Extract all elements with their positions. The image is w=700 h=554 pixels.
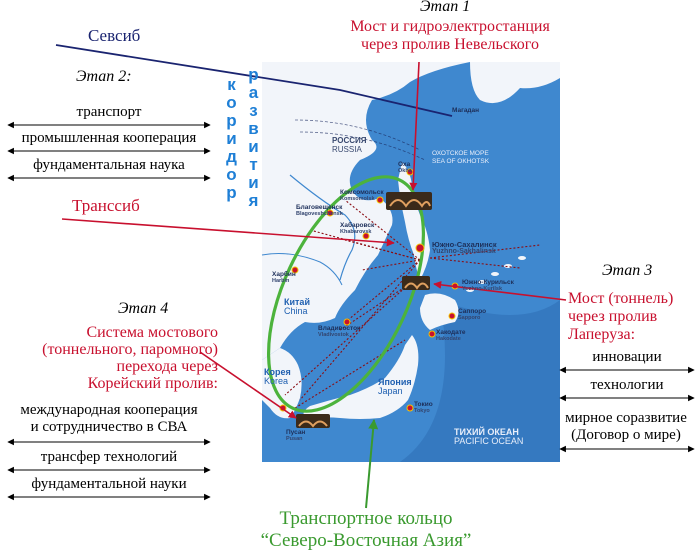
stage2-item-3: фундаментальная наука bbox=[33, 157, 185, 173]
corridor-word1: коридор bbox=[222, 75, 241, 201]
map-honshu bbox=[303, 335, 419, 420]
sevsib-line bbox=[55, 44, 453, 117]
stage4-item-4: фундаментальной науки bbox=[31, 476, 187, 492]
russia-ru: РОССИЯ bbox=[332, 136, 367, 145]
japan-en: Japan bbox=[378, 386, 403, 396]
map-label-okhotsk: ОХОТСКОЕ МОРЕ SEA OF OKHOTSK bbox=[432, 150, 489, 166]
stage3-title: Этап 3 bbox=[602, 262, 653, 279]
bridge-icon-laperuza bbox=[402, 276, 430, 290]
stage4-item-2: и сотрудничество в СВА bbox=[30, 419, 188, 435]
bridge-icon-nevelskoy bbox=[386, 192, 432, 210]
map-label-pacific: ТИХИЙ ОКЕАН PACIFIC OCEAN bbox=[454, 428, 523, 446]
stage3-desc-line1: Мост (тоннель) bbox=[568, 290, 674, 307]
transsib-label: Транссиб bbox=[72, 196, 140, 215]
stage4-item-3: трансфер технологий bbox=[40, 449, 178, 465]
map-label-korea: Корея Korea bbox=[264, 368, 291, 386]
stage3-item-4: (Договор о мире) bbox=[571, 427, 681, 443]
corridor-word2: развития bbox=[244, 65, 263, 209]
stage2-item-2: промышленная кооперация bbox=[21, 130, 197, 146]
ring-caption-line1: Транспортное кольцо bbox=[279, 508, 453, 529]
map-label-magadan: Магадан bbox=[452, 107, 480, 114]
stage1-arrow bbox=[409, 61, 420, 191]
stage4-desc: Система мостового (тоннельного, паромног… bbox=[0, 324, 218, 392]
map-river bbox=[289, 174, 356, 281]
stage3-desc-line2: через пролив bbox=[568, 308, 658, 325]
stage4-desc-line4: Корейский пролив: bbox=[87, 375, 218, 392]
transport-ring bbox=[266, 175, 426, 413]
stage3-item-2: технологии bbox=[590, 377, 664, 393]
sevsib-label: Севсиб bbox=[88, 26, 141, 45]
ring-arrow bbox=[365, 419, 379, 509]
stage3-item-3: мирное соразвитие bbox=[565, 410, 687, 426]
stage2-title: Этап 2: bbox=[76, 68, 132, 85]
stage1-desc-line1: Мост и гидроэлектростанция bbox=[350, 18, 550, 35]
map-hokkaido bbox=[420, 293, 459, 330]
map-kuril-islands bbox=[466, 256, 526, 292]
stage4-desc-line2: (тоннельного, паромного) bbox=[42, 341, 218, 358]
map-river bbox=[261, 253, 343, 286]
china-en: China bbox=[284, 306, 308, 316]
bridge-icon-korea bbox=[296, 414, 330, 428]
map-north-coast bbox=[470, 62, 560, 104]
stage1-desc-line2: через пролив Невельского bbox=[361, 36, 539, 53]
china-ru: Китай bbox=[284, 297, 310, 307]
map-label-japan: Япония Japan bbox=[378, 378, 412, 396]
pacific-ru: ТИХИЙ ОКЕАН bbox=[454, 427, 519, 437]
map-ocean-shade bbox=[400, 300, 560, 462]
stage3-desc-line3: Лаперуза: bbox=[568, 326, 636, 343]
stage4-desc-line1: Система мостового bbox=[86, 324, 218, 341]
stage4-title: Этап 4 bbox=[118, 300, 169, 317]
map-label-russia: РОССИЯ RUSSIA bbox=[332, 136, 367, 154]
stage3-arrow bbox=[433, 280, 567, 301]
russia-en: RUSSIA bbox=[332, 145, 362, 154]
korea-ru: Корея bbox=[264, 367, 291, 377]
ring-caption: Транспортное кольцо “Северо-Восточная Аз… bbox=[196, 508, 536, 552]
okhotsk-en: SEA OF OKHOTSK bbox=[432, 158, 490, 165]
map-route-lines bbox=[284, 199, 541, 409]
stage1-desc: Мост и гидроэлектростанция через пролив … bbox=[330, 18, 570, 54]
pacific-en: PACIFIC OCEAN bbox=[454, 436, 524, 446]
map-city-dots bbox=[279, 168, 459, 412]
korea-en: Korea bbox=[264, 376, 289, 386]
stage4-desc-line3: перехода через bbox=[116, 358, 219, 375]
map-label-china: Китай China bbox=[284, 298, 310, 316]
map-mainland bbox=[262, 62, 470, 360]
stage3-desc: Мост (тоннель) через пролив Лаперуза: bbox=[568, 290, 673, 344]
okhotsk-ru: ОХОТСКОЕ МОРЕ bbox=[432, 150, 489, 157]
japan-ru: Япония bbox=[378, 377, 412, 387]
stage3-item-1: инновации bbox=[592, 349, 662, 365]
ring-caption-line2: “Северо-Восточная Азия” bbox=[260, 530, 472, 551]
stage2-item-1: транспорт bbox=[76, 104, 142, 120]
stage4-item-1: международная кооперация bbox=[20, 402, 198, 418]
stage1-title: Этап 1 bbox=[420, 0, 471, 15]
stage4-arrow bbox=[199, 351, 297, 419]
transsib-line bbox=[61, 218, 395, 247]
